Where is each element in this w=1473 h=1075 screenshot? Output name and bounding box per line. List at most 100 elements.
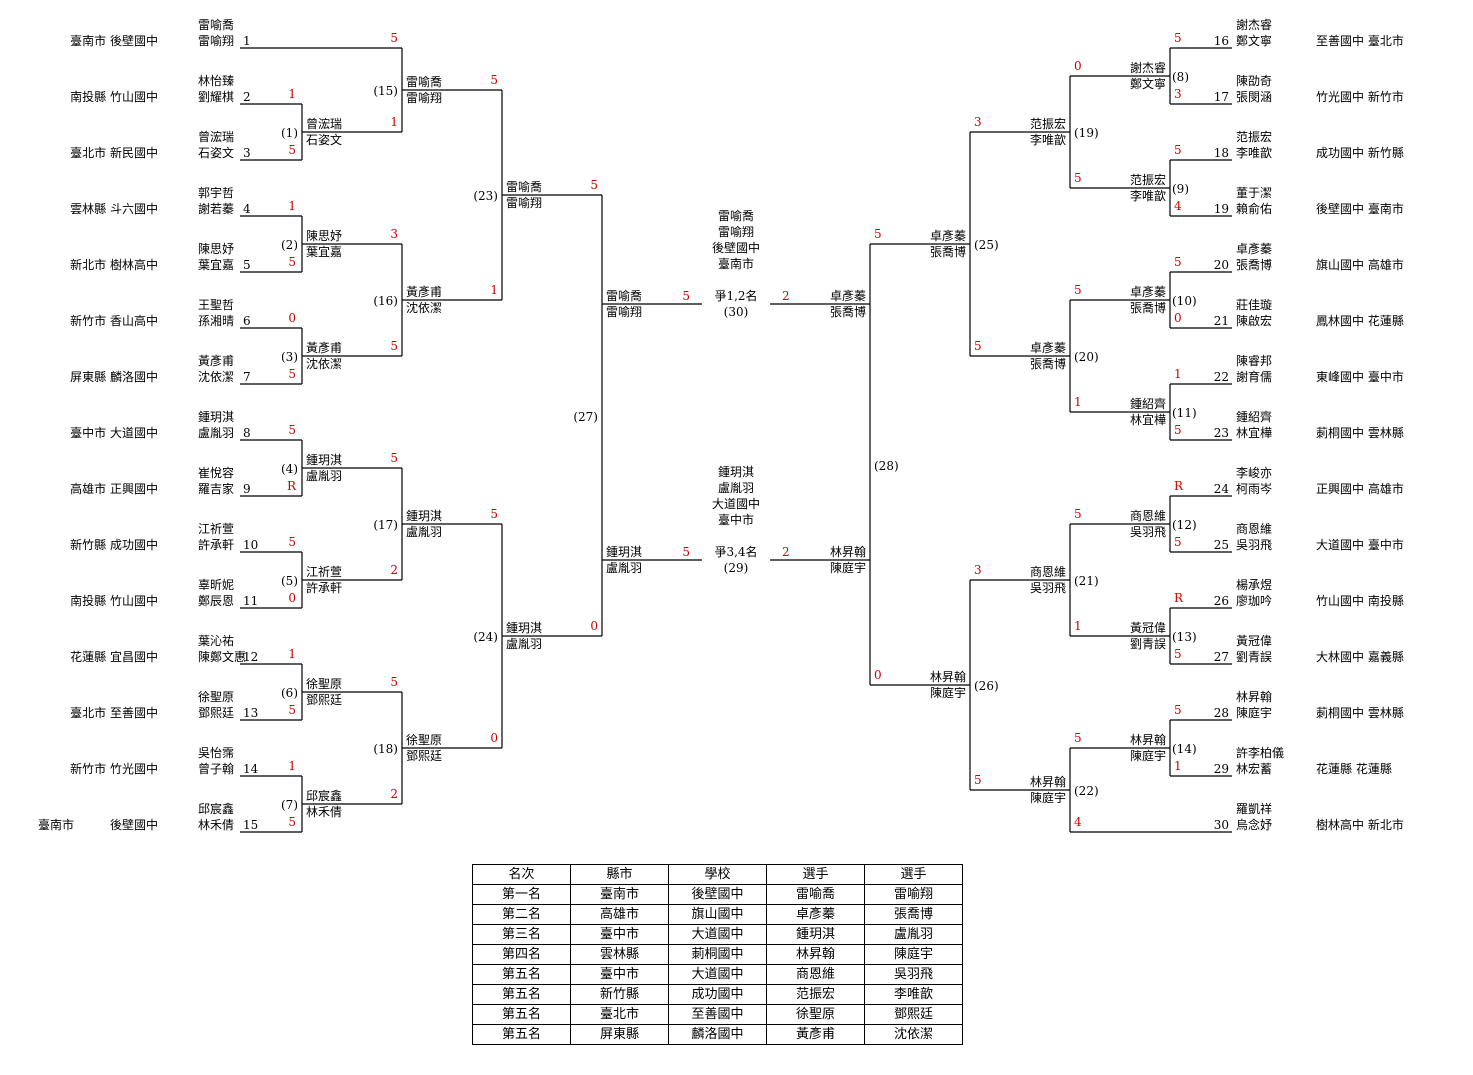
right-entry-seed: 27 (1213, 650, 1229, 664)
score: 1 (1174, 367, 1182, 381)
score: 5 (288, 143, 296, 157)
table-cell: 林昇翰 (766, 944, 865, 965)
match-number: (7) (281, 798, 298, 812)
match-winner-1: 林昇翰 (1129, 733, 1166, 747)
match-number: (12) (1172, 518, 1197, 532)
score: 0 (1174, 311, 1182, 325)
table-row: 第五名 新竹縣 成功國中 范振宏 李唯歆 (472, 984, 963, 1005)
match-winner-1: 謝杰睿 (1129, 61, 1166, 75)
right-entry-player-1: 莊佳璇 (1236, 298, 1273, 312)
final-right-player-2: 陳庭宇 (829, 561, 866, 575)
score: 5 (1174, 143, 1182, 157)
table-cell: 大道國中 (668, 964, 767, 985)
results-header-row: 名次 縣市 學校 選手 選手 (472, 864, 963, 885)
table-cell: 臺北市 (570, 1004, 669, 1025)
left-entry-player-2: 雷喻翔 (198, 34, 235, 48)
final-winner-line: 後壁國中 (711, 241, 760, 255)
match-winner-2: 張喬博 (1129, 301, 1166, 315)
match-winner-2: 林禾倩 (306, 805, 343, 819)
table-cell: 臺南市 (570, 884, 669, 905)
table-cell: 鄧熙廷 (864, 1004, 963, 1025)
match-number: (6) (281, 686, 298, 700)
match-number: (15) (373, 84, 398, 98)
table-cell: 至善國中 (668, 1004, 767, 1025)
table-cell: 張喬博 (864, 904, 963, 925)
left-entry-region: 花蓮縣 宜昌國中 (70, 650, 158, 664)
results-table: 名次 縣市 學校 選手 選手 第一名 臺南市 後壁國中 雷喻喬 雷喻翔 第二名 … (472, 864, 963, 1045)
final-right-score: 2 (782, 289, 790, 303)
match-winner-1: 鍾玥淇 (506, 621, 543, 635)
score: 1 (390, 115, 398, 129)
score: 5 (1074, 731, 1082, 745)
right-entry-player-1: 陳睿邦 (1236, 354, 1273, 368)
match-number: (1) (281, 126, 298, 140)
left-entry-player-1: 王聖哲 (198, 298, 235, 312)
match-winner-2: 鄧熙廷 (406, 749, 443, 763)
right-entry-region: 正興國中 高雄市 (1316, 482, 1404, 496)
match-number: (3) (281, 350, 298, 364)
right-entry-region: 鳳林國中 花蓮縣 (1316, 314, 1404, 328)
left-entry-player-2: 陳鄭文惠 (198, 650, 247, 664)
right-entry-region: 竹光國中 新竹市 (1316, 90, 1404, 104)
match-winner-1: 曾浤瑞 (306, 117, 343, 131)
match-number: (17) (373, 518, 398, 532)
left-entry-player-1: 林怡臻 (198, 74, 235, 88)
match-winner-1: 黃彥甫 (406, 285, 443, 299)
left-entry-region: 新竹市 香山高中 (70, 314, 158, 328)
right-entry-player-1: 卓彥蓁 (1236, 242, 1273, 256)
score: 0 (288, 311, 296, 325)
right-entry-region: 成功國中 新竹縣 (1316, 146, 1404, 160)
match-winner-1: 卓彥蓁 (929, 229, 966, 243)
score: 0 (1074, 59, 1082, 73)
match-number: (27) (573, 409, 598, 424)
score: 5 (1174, 423, 1182, 437)
right-entry-player-1: 董于潔 (1236, 186, 1273, 200)
right-entry-player-2: 廖珈吟 (1236, 594, 1273, 608)
right-entry-region: 莿桐國中 雲林縣 (1316, 426, 1404, 440)
table-cell: 高雄市 (570, 904, 669, 925)
score: 0 (490, 731, 498, 745)
right-entry-region: 竹山國中 南投縣 (1316, 594, 1404, 608)
left-entry-seed: 12 (243, 650, 259, 664)
right-entry-seed: 19 (1213, 202, 1229, 216)
bracket-lines (240, 47, 1232, 833)
table-cell: 臺中市 (570, 924, 669, 945)
right-entry-player-2: 謝育儒 (1236, 370, 1273, 384)
left-entry-seed: 14 (243, 762, 259, 776)
left-entry-region: 新北市 樹林高中 (70, 258, 158, 272)
final-left-player-1: 雷喻喬 (606, 289, 643, 303)
left-entry-player-2: 林禾倩 (198, 818, 235, 832)
right-entry-player-2: 吳羽飛 (1236, 538, 1273, 552)
left-entry-player-1: 徐聖原 (198, 690, 235, 704)
right-entry-player-1: 商恩維 (1236, 522, 1273, 536)
left-entry-player-1: 鍾玥淇 (198, 410, 235, 424)
match-number: (28) (874, 458, 899, 473)
match-winner-2: 盧胤羽 (306, 469, 343, 483)
score: 5 (390, 451, 398, 465)
score: R (286, 479, 296, 493)
right-entry-player-1: 許李柏儀 (1236, 746, 1285, 760)
match-winner-2: 鄧熙廷 (306, 693, 343, 707)
score: 1 (490, 283, 498, 297)
right-entry-player-2: 張喬博 (1236, 258, 1273, 272)
match-winner-1: 徐聖原 (406, 733, 443, 747)
left-entry-seed: 9 (243, 482, 251, 496)
match-winner-2: 張喬博 (1029, 357, 1066, 371)
table-cell: 陳庭宇 (864, 944, 963, 965)
match-winner-1: 商恩維 (1029, 565, 1066, 579)
left-entry-player-1: 邱宸鑫 (198, 802, 235, 816)
table-cell: 屏東縣 (570, 1024, 669, 1045)
header-player-2: 選手 (864, 864, 963, 885)
match-number: (23) (473, 189, 498, 203)
score: 5 (1174, 647, 1182, 661)
match-winner-2: 盧胤羽 (506, 637, 543, 651)
score: 0 (288, 591, 296, 605)
left-entry-region: 臺南市 後壁國中 (37, 818, 158, 832)
table-row: 第三名 臺中市 大道國中 鍾玥淇 盧胤羽 (472, 924, 963, 945)
table-cell: 第二名 (472, 904, 571, 925)
final-match-number: (29) (723, 561, 749, 575)
match-winner-2: 林宜樺 (1129, 413, 1166, 427)
left-entry-region: 臺北市 至善國中 (70, 706, 158, 720)
final-winner-line: 雷喻翔 (717, 225, 754, 239)
score: 5 (1174, 703, 1182, 717)
